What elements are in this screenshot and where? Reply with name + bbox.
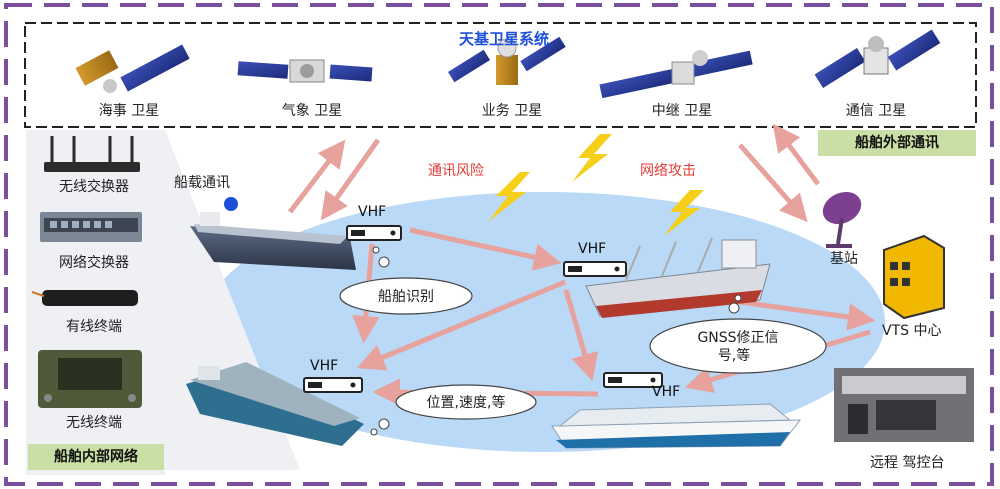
- satellite-system-box: [24, 22, 977, 128]
- lightning-icon: [572, 134, 612, 182]
- communication-satellite-icon: [814, 29, 941, 89]
- relay-satellite-icon: [599, 50, 753, 99]
- tanker-ship-icon: [190, 197, 356, 270]
- wireless-switch-icon: [44, 136, 140, 172]
- onboard-comm-label: 船载通讯: [174, 175, 230, 191]
- vhf-radio-icon: [563, 261, 627, 277]
- wireless-terminal-label: 无线终端: [66, 415, 122, 431]
- network-switch-icon: [40, 212, 142, 242]
- vts-building-icon: [883, 234, 945, 320]
- communication-satellite-label: 通信 卫星: [845, 103, 907, 119]
- outer-frame: [4, 3, 994, 486]
- remote-console-label: 远程 驾控台: [870, 455, 945, 471]
- satellite-system-title: 天基卫星系统: [458, 30, 550, 48]
- external-comm-label: 船舶外部通讯: [818, 130, 976, 156]
- ship-id-text: 船舶识别: [378, 289, 434, 305]
- maritime-satellite-icon: [75, 44, 190, 93]
- weather-satellite-label: 气象 卫星: [281, 103, 343, 119]
- relay-satellite-label: 中继 卫星: [651, 103, 713, 119]
- vhf-label: VHF: [310, 358, 339, 374]
- maritime-satellite-label: 海事 卫星: [98, 103, 160, 119]
- base-station-label: 基站: [830, 251, 858, 267]
- business-satellite-icon: [448, 36, 566, 85]
- network-switch-label: 网络交换器: [59, 255, 129, 271]
- wireless-switch-label: 无线交换器: [59, 179, 129, 195]
- vhf-radio-icon: [346, 225, 402, 241]
- vhf-radio-icon: [603, 372, 663, 388]
- base-station-icon: [822, 191, 862, 248]
- vts-center-label: VTS 中心: [882, 323, 942, 339]
- net-attack-label: 网络攻击: [640, 163, 696, 179]
- lightning-icon: [488, 172, 530, 222]
- vhf-radio-icon: [303, 377, 363, 393]
- internal-network-label: 船舶内部网络: [28, 444, 164, 470]
- gnss-bubble: [649, 294, 827, 374]
- position-speed-text: 位置,速度,等: [426, 395, 506, 411]
- cargo-ship-icon: [585, 237, 771, 318]
- position-speed-bubble: [370, 384, 537, 436]
- vhf-label: VHF: [652, 384, 681, 400]
- vhf-label: VHF: [358, 204, 387, 220]
- wired-terminal-label: 有线终端: [66, 319, 122, 335]
- lightning-icon: [664, 190, 704, 236]
- business-satellite-label: 业务 卫星: [481, 103, 543, 119]
- weather-satellite-icon: [237, 59, 373, 83]
- wireless-terminal-icon: [38, 350, 142, 408]
- comm-risk-label: 通讯风险: [428, 163, 484, 179]
- vhf-label: VHF: [578, 241, 607, 257]
- wired-terminal-icon: [31, 290, 138, 306]
- oil-tanker-icon: [186, 362, 364, 446]
- cruise-ship-icon: [551, 403, 802, 449]
- gnss-text-line1: GNSS修正信: [697, 330, 779, 346]
- ship-id-bubble: [339, 246, 473, 315]
- remote-console-image: [834, 368, 974, 442]
- gnss-text-line2: 号,等: [717, 348, 751, 364]
